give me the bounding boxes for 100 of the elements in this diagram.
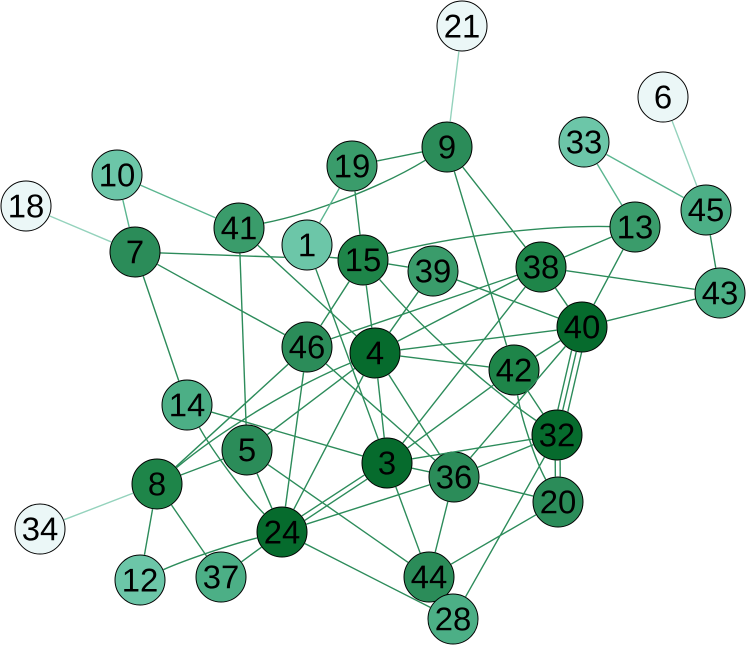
- graph-node: 10: [92, 150, 142, 200]
- edge-line: [156, 264, 286, 336]
- edge-line: [400, 329, 557, 350]
- edge-line: [402, 286, 526, 444]
- edge-line: [434, 502, 448, 552]
- edge-line: [315, 268, 379, 440]
- graph-node: 33: [558, 116, 610, 168]
- edge-line: [140, 184, 216, 218]
- graph-node: 37: [196, 552, 246, 602]
- edge-line: [450, 514, 536, 565]
- edge-line: [535, 340, 561, 357]
- edge-line: [49, 215, 112, 243]
- graph-node: 32: [532, 410, 582, 460]
- edge-line: [144, 508, 154, 555]
- edge-line: [266, 368, 356, 436]
- graph-node: 6: [638, 72, 688, 122]
- graph-node: 18: [0, 180, 52, 232]
- graph-node: 40: [556, 302, 608, 352]
- edge-line: [412, 438, 532, 460]
- graph-node: 43: [694, 268, 746, 318]
- edge-line: [319, 188, 340, 224]
- edge-line: [388, 374, 441, 456]
- edge-line: [559, 460, 561, 477]
- edge-line: [142, 276, 180, 382]
- edge-line: [557, 350, 572, 410]
- edge-line: [264, 160, 426, 224]
- edge-line: [211, 411, 363, 457]
- edge-line: [593, 249, 624, 305]
- edge-line: [198, 426, 265, 514]
- edge-line: [454, 171, 508, 346]
- edge-line: [268, 464, 408, 563]
- edge-line: [400, 355, 489, 368]
- edge-line: [170, 504, 208, 556]
- edge-line: [239, 253, 247, 425]
- graph-node: 8: [132, 458, 182, 510]
- graph-node: 44: [404, 552, 454, 602]
- graph-node: 39: [408, 246, 458, 296]
- edge-line: [478, 482, 534, 497]
- graph-node: 24: [256, 506, 308, 558]
- edge-line: [175, 364, 289, 468]
- edge-line: [606, 298, 696, 322]
- graph-node: 34: [14, 504, 66, 554]
- edge-line: [284, 372, 304, 507]
- edge-line: [449, 51, 460, 122]
- edge-line: [456, 279, 558, 319]
- edge-line: [528, 390, 544, 414]
- edge-line: [554, 288, 568, 306]
- graph-node: 46: [282, 322, 332, 372]
- edge-line: [477, 444, 534, 468]
- graph-node: 4: [350, 328, 400, 378]
- edge-line: [326, 363, 436, 461]
- graph-node: 9: [422, 122, 472, 172]
- edge-line: [354, 191, 361, 235]
- edge-line: [516, 395, 546, 480]
- edge-line: [412, 468, 430, 472]
- edge-line: [464, 456, 546, 598]
- graph-node: 1: [282, 220, 332, 270]
- edge-line: [257, 244, 357, 336]
- edge-line: [241, 546, 262, 562]
- edge-line: [176, 362, 352, 468]
- graph-node: 21: [436, 0, 488, 52]
- edge-line: [376, 151, 422, 162]
- edge-line: [256, 473, 273, 509]
- edge-line: [567, 352, 582, 412]
- graph-node: 14: [162, 380, 212, 430]
- graph-node: 28: [428, 594, 478, 644]
- graph-node: 19: [326, 140, 378, 192]
- edge-line: [377, 378, 385, 438]
- edge-line: [596, 164, 622, 206]
- edge-line: [163, 537, 258, 570]
- edge-line: [306, 484, 430, 525]
- edge-line: [366, 285, 372, 328]
- edge-line: [387, 226, 610, 254]
- edge-line: [160, 252, 285, 258]
- graph-node: 15: [338, 234, 388, 286]
- edge-line: [462, 166, 526, 248]
- edge-line: [562, 352, 577, 410]
- edge-line: [320, 281, 350, 326]
- edge-line: [566, 270, 695, 290]
- edge-line: [329, 256, 338, 259]
- edge-line: [395, 486, 421, 554]
- edge-line: [671, 120, 698, 186]
- graph-node: 12: [114, 554, 166, 606]
- edge-line: [710, 235, 716, 268]
- edge-line: [304, 542, 431, 608]
- edge-line: [330, 274, 518, 340]
- graph-node: 41: [214, 202, 264, 254]
- edge-line: [407, 384, 494, 448]
- edge-line: [180, 458, 224, 476]
- edge-line: [564, 236, 612, 258]
- graph-node: 42: [488, 344, 540, 396]
- edge-line: [122, 200, 130, 228]
- graph-node: 45: [680, 184, 732, 236]
- graph-node: 5: [222, 424, 272, 476]
- edge-line: [64, 492, 134, 520]
- graph-node: 7: [110, 226, 160, 278]
- graph-node: 38: [516, 242, 566, 292]
- graph-node: 3: [362, 438, 412, 488]
- edge-line: [389, 291, 419, 333]
- edge-line: [379, 278, 536, 422]
